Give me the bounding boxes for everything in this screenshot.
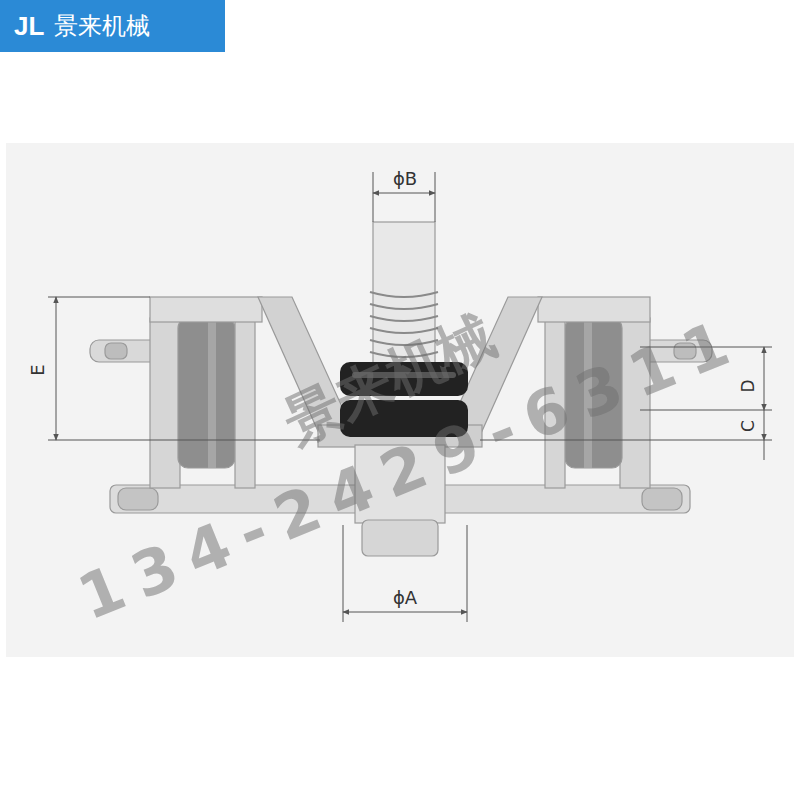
brand-name: 景来机械	[54, 10, 150, 42]
dimension-label: D	[740, 377, 757, 394]
dimension-label: ϕB	[391, 170, 419, 188]
dimension-label: E	[29, 362, 47, 377]
dimension-label: C	[740, 418, 757, 434]
logo-mark: JL	[14, 11, 44, 42]
header-bar: JL 景来机械	[0, 0, 225, 52]
dimension-label: ϕA	[391, 589, 419, 607]
drawing-panel	[6, 143, 794, 657]
